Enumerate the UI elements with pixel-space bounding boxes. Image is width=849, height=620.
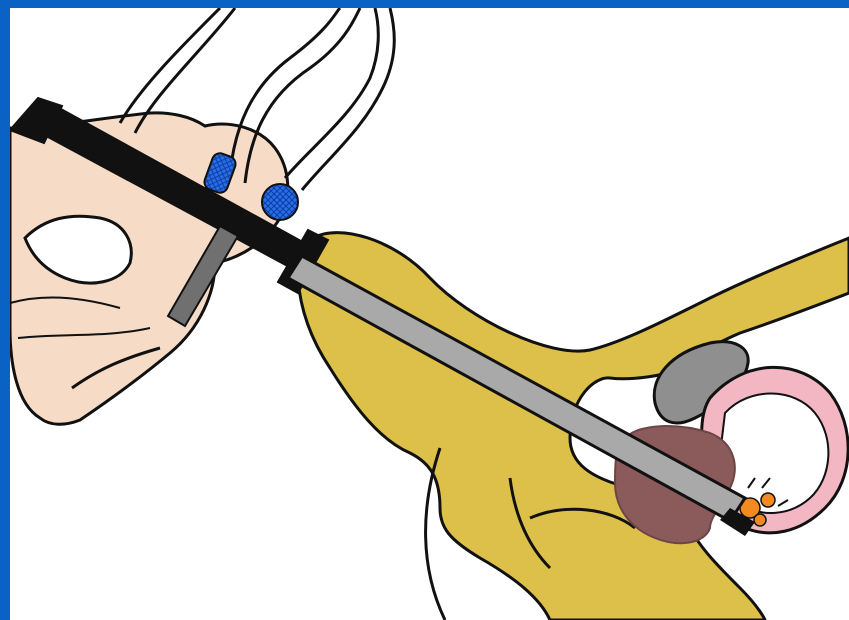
illustration-canvas bbox=[10, 8, 849, 620]
cystoscopy-illustration bbox=[10, 8, 849, 620]
